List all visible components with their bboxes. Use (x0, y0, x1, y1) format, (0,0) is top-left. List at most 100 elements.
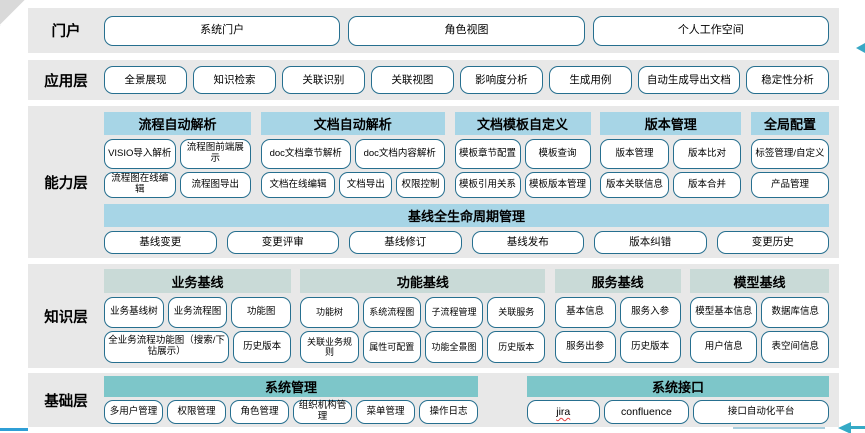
module-group: 服务基线基本信息服务入参服务出参历史版本 (554, 269, 681, 363)
group-header: 文档自动解析 (260, 112, 445, 135)
module-pill: 功能图 (231, 297, 292, 328)
module-pill: 自动生成导出文档 (637, 66, 741, 94)
module-pill: 子流程管理 (424, 297, 484, 328)
pill-row: 业务基线树业务流程图功能图 (104, 297, 292, 328)
module-pill: 功能树 (300, 297, 359, 328)
module-pill: 历史版本 (619, 331, 681, 363)
module-group: 业务基线业务基线树业务流程图功能图全业务流程功能图（搜索/下钻展示）历史版本 (104, 269, 292, 363)
lifecycle-header: 基线全生命周期管理 (104, 204, 829, 227)
bottom-line-left (0, 428, 28, 431)
pill-row: 功能树系统流程图子流程管理关联服务 (300, 297, 546, 328)
module-pill: 功能全景图 (424, 331, 484, 363)
group-header: 功能基线 (300, 269, 546, 293)
module-pill: 业务流程图 (167, 297, 228, 328)
module-group: 系统管理多用户管理权限管理角色管理组织机构管理菜单管理操作日志 (104, 376, 478, 424)
pill-row: 多用户管理权限管理角色管理组织机构管理菜单管理操作日志 (104, 400, 478, 424)
module-pill: 业务基线树 (104, 297, 164, 328)
module-pill: 模板查询 (524, 139, 591, 169)
module-pill: 服务入参 (619, 297, 681, 328)
module-pill: 表空间信息 (761, 331, 829, 363)
module-pill: 全景展现 (104, 66, 187, 94)
module-pill: 数据库信息 (761, 297, 829, 328)
module-pill: 版本关联信息 (600, 172, 669, 198)
portal-items: 系统门户角色视图个人工作空间 (104, 8, 829, 53)
module-pill: doc文档章节解析 (260, 139, 351, 169)
group-header: 全局配置 (751, 112, 829, 135)
module-pill: 角色管理 (230, 400, 289, 424)
group-header: 业务基线 (104, 269, 291, 293)
module-pill: 变更评审 (226, 231, 339, 254)
module-pill: 组织机构管理 (293, 400, 352, 424)
module-pill: 模板版本管理 (524, 172, 591, 198)
layer-label-capability: 能力层 (44, 175, 88, 192)
lifecycle-items: 基线变更变更评审基线修订基线发布版本纠错变更历史 (104, 231, 829, 254)
module-pill: 流程图前端展示 (179, 139, 251, 169)
module-pill: 权限管理 (167, 400, 226, 424)
module-pill: 生成用例 (548, 66, 632, 94)
module-group: 文档模板自定义模板章节配置模板查询模板引用关系模板版本管理 (454, 112, 591, 198)
knowledge-content: 业务基线业务基线树业务流程图功能图全业务流程功能图（搜索/下钻展示）历史版本功能… (104, 269, 829, 368)
pill-row: 基本信息服务入参 (554, 297, 681, 328)
module-pill: 版本管理 (600, 139, 669, 169)
module-group: 模型基线模型基本信息数据库信息用户信息表空间信息 (689, 269, 829, 363)
pill-row: 流程图在线编辑流程图导出 (104, 172, 251, 198)
layer-band-application: 应用层 全景展现知识检索关联识别关联视图影响度分析生成用例自动生成导出文档稳定性… (28, 60, 839, 100)
module-pill: 属性可配置 (362, 331, 421, 363)
module-pill: 权限控制 (396, 172, 445, 198)
group-header: 流程自动解析 (104, 112, 251, 135)
pill-row: 产品管理 (751, 172, 829, 198)
right-edge-arrow-icon (856, 43, 865, 53)
bottom-right-arrow-icon (838, 422, 851, 433)
module-pill: 用户信息 (689, 331, 758, 363)
group-header: 系统管理 (104, 376, 478, 397)
group-header: 模型基线 (689, 269, 829, 293)
module-pill: 多用户管理 (104, 400, 163, 424)
pill-row: 版本关联信息版本合并 (600, 172, 742, 198)
pill-row: 关联业务规则属性可配置功能全景图历史版本 (300, 331, 546, 363)
module-pill: 知识检索 (192, 66, 276, 94)
layer-label-base: 基础层 (44, 393, 88, 410)
layer-label-application: 应用层 (44, 73, 88, 90)
bottom-right-arrow-tail (850, 426, 865, 429)
module-pill: 操作日志 (419, 400, 478, 424)
pill-row: 模板章节配置模板查询 (454, 139, 591, 169)
module-pill: confluence (603, 400, 690, 424)
module-pill: 流程图在线编辑 (104, 172, 176, 198)
module-pill: VISIO导入解析 (104, 139, 176, 169)
layer-label-knowledge: 知识层 (44, 309, 88, 326)
module-pill: 变更历史 (716, 231, 829, 254)
module-pill: 系统门户 (104, 15, 341, 46)
module-pill: 模板章节配置 (454, 139, 521, 169)
module-pill: 基线发布 (471, 231, 584, 254)
group-header: 版本管理 (600, 112, 742, 135)
module-pill: 关联业务规则 (300, 331, 359, 363)
module-pill: 服务出参 (554, 331, 616, 363)
module-pill: 文档导出 (339, 172, 393, 198)
module-pill: 版本合并 (672, 172, 742, 198)
module-pill: 标签管理/自定义 (751, 139, 829, 169)
module-pill: 流程图导出 (179, 172, 251, 198)
module-pill: 版本纠错 (594, 231, 707, 254)
application-items: 全景展现知识检索关联识别关联视图影响度分析生成用例自动生成导出文档稳定性分析 (104, 60, 829, 100)
pill-row: 版本管理版本比对 (600, 139, 742, 169)
module-pill: 基线变更 (104, 231, 217, 254)
module-pill: 文档在线编辑 (260, 172, 336, 198)
module-pill: 稳定性分析 (746, 66, 829, 94)
module-pill: 历史版本 (233, 331, 291, 363)
module-pill: 接口自动化平台 (693, 400, 829, 424)
module-pill: 关联服务 (487, 297, 546, 328)
module-pill: 菜单管理 (356, 400, 415, 424)
module-pill: 影响度分析 (459, 66, 543, 94)
bottom-line-right (733, 427, 825, 429)
module-pill: 全业务流程功能图（搜索/下钻展示） (104, 331, 230, 363)
pill-row: 用户信息表空间信息 (689, 331, 829, 363)
